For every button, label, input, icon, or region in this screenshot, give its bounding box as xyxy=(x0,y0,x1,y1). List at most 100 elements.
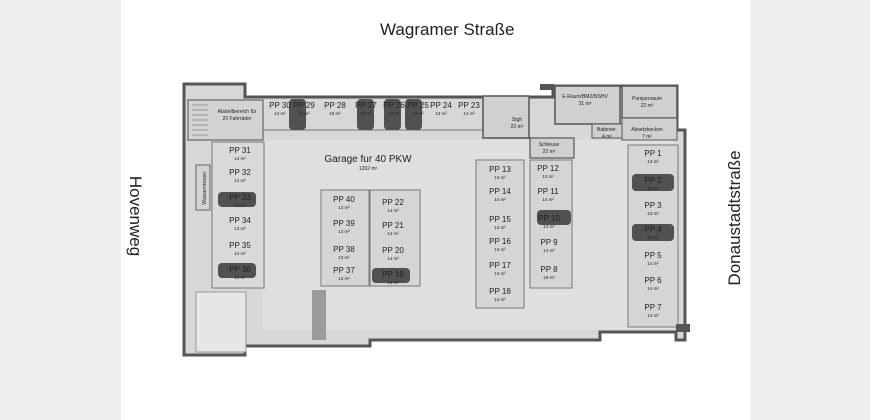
street-label-top: Wagramer Straße xyxy=(380,20,515,39)
parking-space-area: 14 m² xyxy=(463,111,475,116)
parking-space-area: 18 m² xyxy=(329,111,341,116)
parking-space-area: 13 m² xyxy=(338,205,350,210)
bike-room-label-2: 20 Fahrräder xyxy=(223,116,252,122)
pump-room-area: 22 m² xyxy=(641,103,654,109)
e-room-area: 31 m² xyxy=(579,101,592,107)
parking-space-label: PP 29 xyxy=(293,101,315,110)
parking-space-label: PP 36 xyxy=(229,265,251,274)
basin-area: 7 m² xyxy=(642,134,652,140)
parking-space-label: PP 40 xyxy=(333,195,355,204)
parking-space-area: 13 m² xyxy=(647,211,659,216)
parking-space-area: 14 m² xyxy=(647,261,659,266)
parking-space-label: PP 34 xyxy=(229,216,251,225)
parking-space-area: 14 m² xyxy=(387,256,399,261)
car-icon xyxy=(632,174,674,191)
parking-space-area: 13 m² xyxy=(494,175,506,180)
car-icon xyxy=(405,99,422,130)
parking-space-label: PP 19 xyxy=(382,270,404,279)
parking-space-label: PP 35 xyxy=(229,241,251,250)
parking-space-area: 13 m² xyxy=(647,186,659,191)
car-icon xyxy=(218,192,256,207)
parking-space-label: PP 33 xyxy=(229,193,251,202)
car-icons xyxy=(218,99,674,283)
e-room-label: E-Raum/BMZ/NSHV xyxy=(562,94,608,100)
parking-space-area: 13 m² xyxy=(542,174,554,179)
parking-space-label: PP 13 xyxy=(489,165,511,174)
parking-space-area: 14 m² xyxy=(387,208,399,213)
parking-space-label: PP 14 xyxy=(489,187,511,196)
car-icon xyxy=(632,224,674,241)
basin-label: Absetzbecken xyxy=(631,127,663,133)
garage-area: 1262 m² xyxy=(359,166,378,172)
parking-space-label: PP 10 xyxy=(538,214,560,223)
parking-space-area: 14 m² xyxy=(494,297,506,302)
island-40-37 xyxy=(320,189,370,287)
parking-space-area: 13 m² xyxy=(388,111,400,116)
stair-area: 22 m² xyxy=(511,124,524,130)
parking-space-area: 14 m² xyxy=(387,231,399,236)
basin-room xyxy=(621,117,678,141)
parking-space-area: 13 m² xyxy=(494,225,506,230)
water-meter-label: Wassermesser xyxy=(202,171,208,204)
parking-space-area: 13 m² xyxy=(647,159,659,164)
parking-space-area: 13 m² xyxy=(412,111,424,116)
parking-space-label: PP 26 xyxy=(383,101,405,110)
parking-space-label: PP 1 xyxy=(644,149,662,158)
parking-space-area: 13 m² xyxy=(647,235,659,240)
parking-space-label: PP 31 xyxy=(229,146,251,155)
parking-space-area: 14 m² xyxy=(647,313,659,318)
gate-right xyxy=(676,324,690,332)
parking-space-area: 13 m² xyxy=(435,111,447,116)
lock-label: Schleuse xyxy=(539,142,560,148)
parking-space-area: 14 m² xyxy=(543,224,555,229)
parking-space-label: PP 7 xyxy=(644,303,662,312)
pump-room-label: Pumpenraum xyxy=(632,96,662,102)
parking-space-area: 13 m² xyxy=(338,255,350,260)
car-icon xyxy=(537,210,571,225)
stair-room xyxy=(482,95,530,139)
parking-space-area: 13 m² xyxy=(234,226,246,231)
lower-exit xyxy=(195,291,247,353)
parking-space-label: PP 2 xyxy=(644,176,662,185)
parking-space-area: 14 m² xyxy=(234,178,246,183)
water-meter-room xyxy=(195,164,211,211)
parking-space-area: 14 m² xyxy=(647,286,659,291)
parking-space-label: PP 23 xyxy=(458,101,480,110)
car-icon xyxy=(218,263,256,278)
parking-space-label: PP 15 xyxy=(489,215,511,224)
car-icon xyxy=(384,99,401,130)
parking-space-label: PP 18 xyxy=(489,287,511,296)
car-icon xyxy=(372,268,410,283)
parking-space-area: 14 m² xyxy=(542,197,554,202)
parking-space-area: 14 m² xyxy=(234,251,246,256)
parking-space-label: PP 3 xyxy=(644,201,662,210)
parking-space-label: PP 16 xyxy=(489,237,511,246)
parking-space-area: 18 m² xyxy=(543,275,555,280)
battery-label: Batterier. xyxy=(597,127,617,133)
car-icon xyxy=(357,99,374,130)
parking-space-area: 13 m² xyxy=(234,203,246,208)
parking-space-area: 14 m² xyxy=(234,275,246,280)
parking-space-label: PP 21 xyxy=(382,221,404,230)
parking-space-label: PP 24 xyxy=(430,101,452,110)
lock-area: 22 m² xyxy=(543,149,556,155)
parking-space-label: PP 37 xyxy=(333,266,355,275)
parking-space-label: PP 39 xyxy=(333,219,355,228)
parking-space-label: PP 6 xyxy=(644,276,662,285)
parking-space-label: PP 5 xyxy=(644,251,662,260)
garage-title: Garage fur 40 PKW xyxy=(324,154,412,165)
parking-space-label: PP 30 xyxy=(269,101,291,110)
parking-space-area: 13 m² xyxy=(494,271,506,276)
stair-label: Stgh xyxy=(512,117,523,123)
parking-space-label: PP 27 xyxy=(355,101,377,110)
parking-space-label: PP 22 xyxy=(382,198,404,207)
island-13-18 xyxy=(475,159,525,309)
parking-space-label: PP 25 xyxy=(407,101,429,110)
parking-space-area: 14 m² xyxy=(274,111,286,116)
bike-room xyxy=(187,99,264,141)
battery-area: 4 m² xyxy=(602,134,612,140)
bike-room-label: Abstellbereich für xyxy=(218,109,257,115)
parking-space-label: PP 32 xyxy=(229,168,251,177)
